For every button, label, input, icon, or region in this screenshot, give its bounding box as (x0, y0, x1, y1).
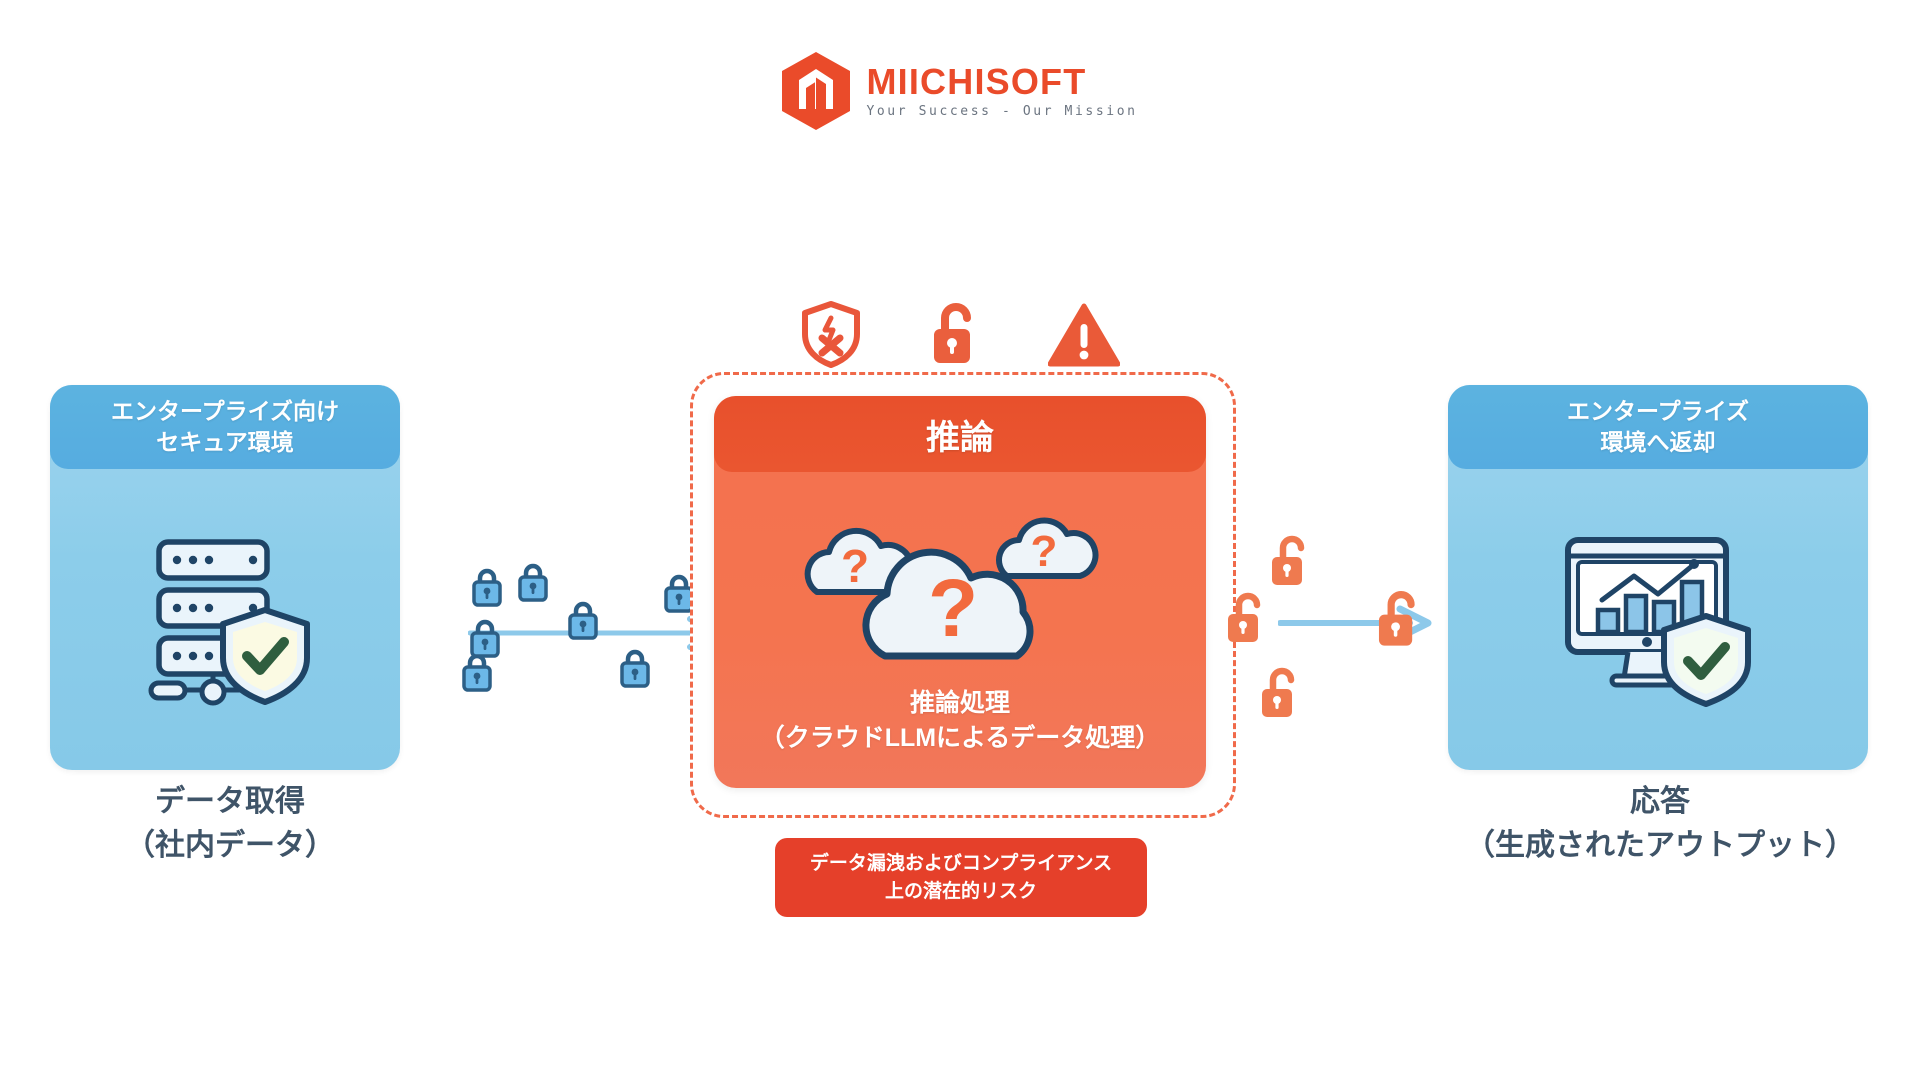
brand-name: MIICHISOFT (866, 61, 1087, 102)
closed-padlock-icon (470, 619, 500, 658)
closed-padlock-icon (664, 574, 694, 613)
closed-padlock-icon (620, 649, 650, 688)
svg-text:?: ? (928, 563, 978, 654)
left-panel-header-line1: エンタープライズ向け (111, 397, 339, 424)
center-panel-subtitle: 推論処理 （クラウドLLMによるデータ処理） (714, 686, 1206, 756)
closed-padlock-icon (462, 653, 492, 692)
left-caption-line2: （社内データ） (125, 828, 335, 862)
right-panel-header-line1: エンタープライズ (1567, 397, 1749, 424)
open-padlock-icon (1262, 667, 1295, 717)
open-padlock-icon (1228, 592, 1261, 642)
secure-server-shield-icon (148, 539, 310, 706)
right-panel-caption: 応答 （生成されたアウトプット） (1420, 780, 1900, 867)
monitor-analytics-shield-icon (1565, 537, 1751, 707)
center-sub-line2: （クラウドLLMによるデータ処理） (759, 724, 1161, 752)
open-padlock-icon (1378, 591, 1415, 646)
brand-tagline: Your Success - Our Mission (866, 104, 1138, 119)
right-caption-line1: 応答 (1630, 785, 1690, 818)
risk-line2: 上の潜在的リスク (884, 880, 1037, 902)
open-padlock-icon (934, 303, 971, 363)
miichisoft-hexagon-logo-icon (782, 52, 851, 130)
right-panel-enterprise-return: エンタープライズ 環境へ返却 (1448, 385, 1868, 770)
left-panel-secure-environment: エンタープライズ向け セキュア環境 (50, 385, 400, 770)
shield-with-x-icon (802, 301, 860, 368)
center-sub-line1: 推論処理 (909, 689, 1010, 717)
center-panel-inference: 推論 ? ? ? 推論処理 （クラウドLLMによるデータ処理） (714, 396, 1206, 788)
closed-padlock-icon (568, 601, 598, 640)
warning-triangle-icon (1048, 303, 1120, 367)
svg-text:?: ? (841, 540, 869, 592)
center-warning-icons (800, 298, 1120, 368)
left-panel-caption: データ取得 （社内データ） (20, 780, 440, 867)
left-panel-body (50, 469, 400, 770)
closed-padlock-icon (518, 563, 548, 602)
clouds-with-question-marks-icon: ? ? ? (804, 516, 1099, 659)
left-caption-line1: データ取得 (155, 785, 305, 818)
center-panel-header: 推論 (714, 396, 1206, 472)
risk-line1: データ漏洩およびコンプライアンス (809, 853, 1113, 874)
risk-badge: データ漏洩およびコンプライアンス 上の潜在的リスク (775, 838, 1147, 918)
right-panel-body (1448, 469, 1868, 770)
svg-text:?: ? (1031, 527, 1058, 576)
right-panel-header: エンタープライズ 環境へ返却 (1448, 385, 1868, 469)
right-panel-header-line2: 環境へ返却 (1600, 429, 1716, 455)
open-padlock-icon (1272, 535, 1305, 585)
center-panel-icon-area: ? ? ? (714, 488, 1206, 678)
left-panel-header-line2: セキュア環境 (156, 429, 294, 455)
right-caption-line2: （生成されたアウトプット） (1465, 828, 1855, 862)
brand-logo: MIICHISOFT Your Success - Our Mission (0, 52, 1920, 130)
closed-padlock-icon (472, 568, 502, 607)
left-panel-header: エンタープライズ向け セキュア環境 (50, 385, 400, 469)
